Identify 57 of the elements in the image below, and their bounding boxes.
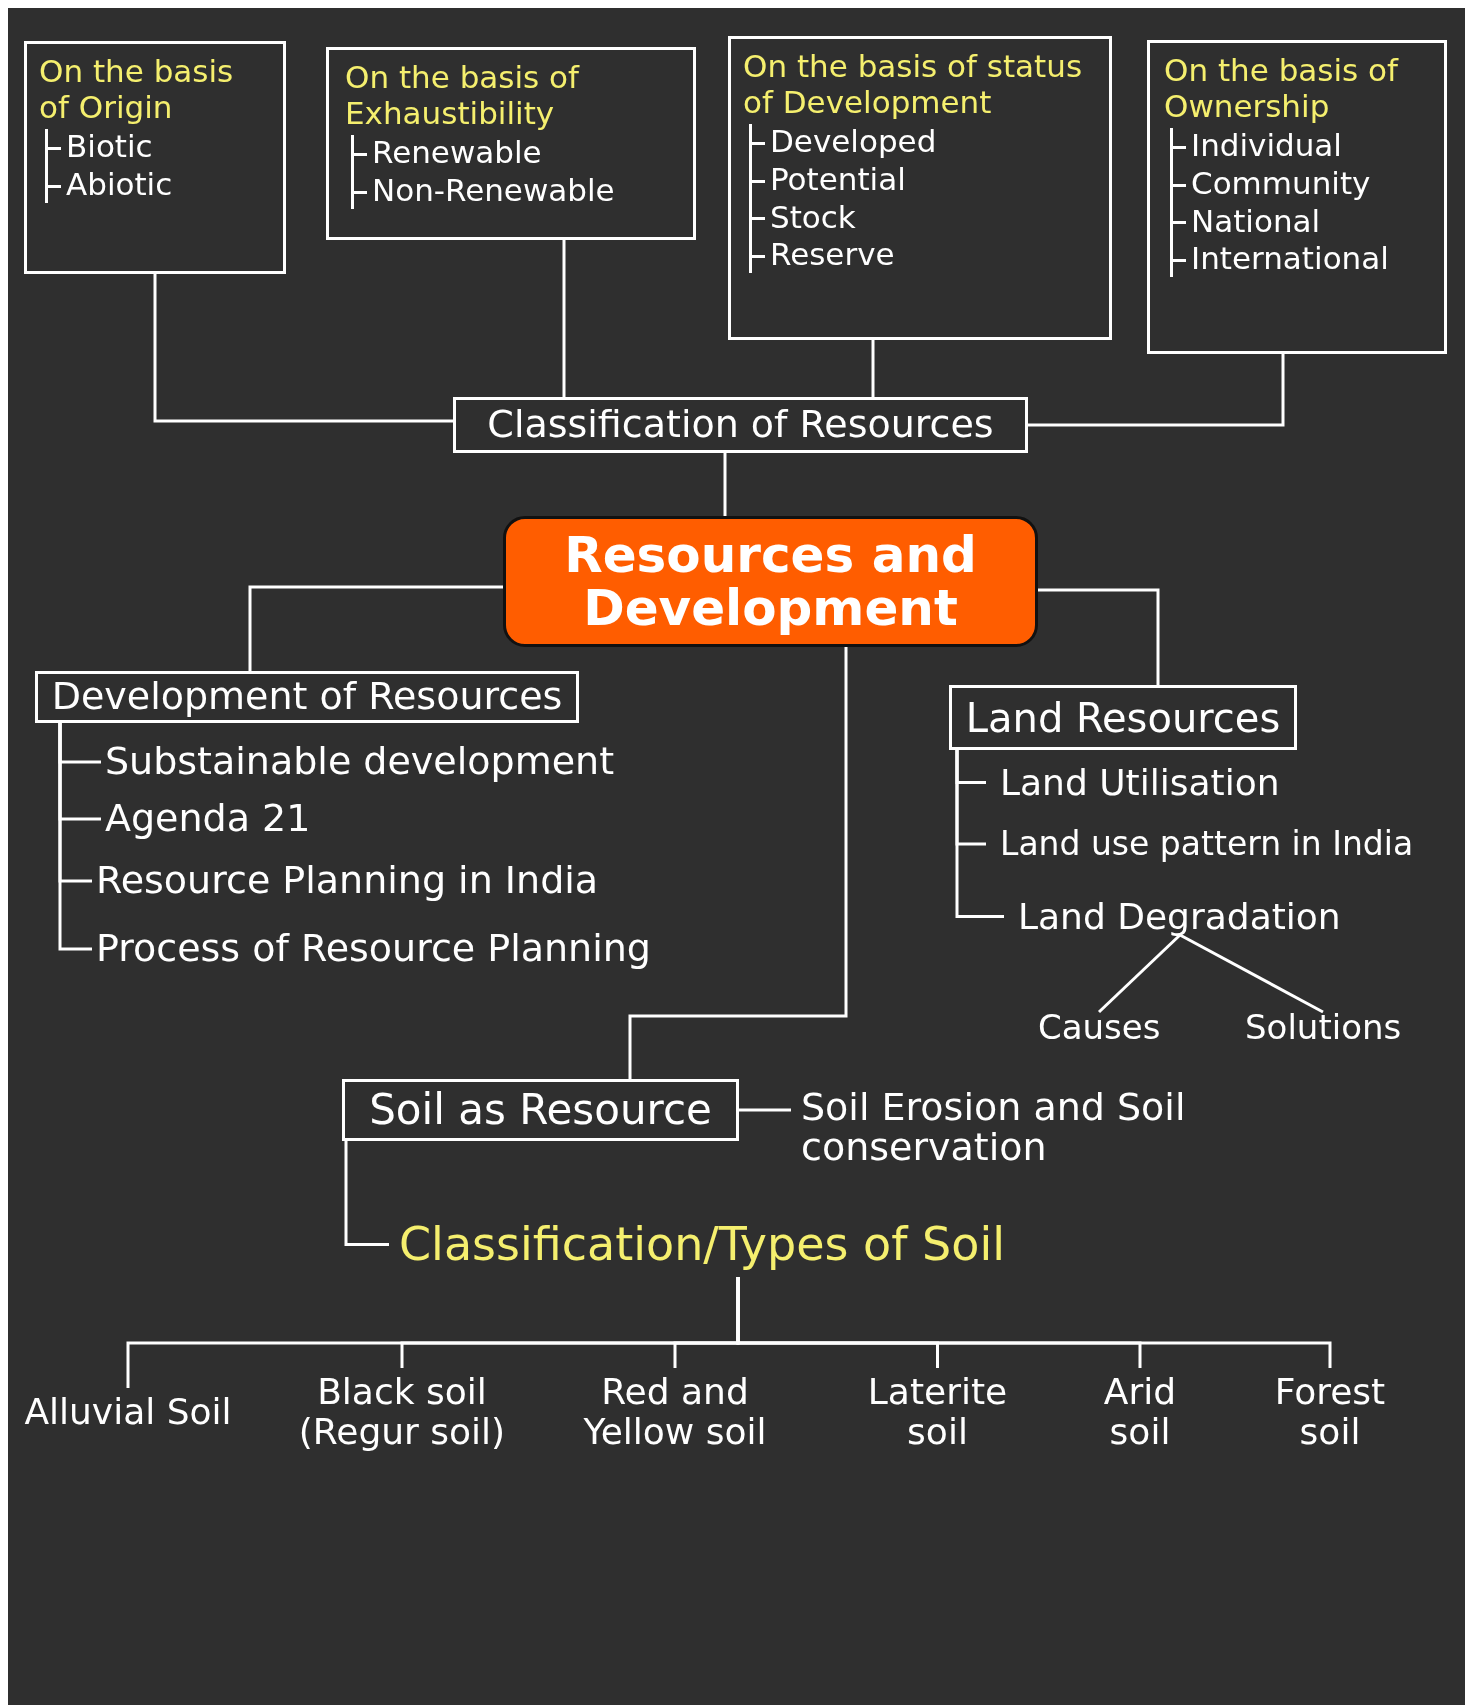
topic-box: Soil as Resource <box>342 1079 739 1141</box>
subtopic-text: Solutions <box>1245 1008 1402 1048</box>
soil-type-text: Red and Yellow soil <box>560 1372 790 1452</box>
connector-line <box>1038 588 1160 685</box>
subtopic-text: Land use pattern in India <box>1000 825 1414 863</box>
connector-line <box>955 750 1004 918</box>
category-heading: On the basis of Origin <box>39 54 235 126</box>
subtopic-text: Process of Resource Planning <box>96 927 651 971</box>
connector-line <box>739 1108 791 1112</box>
category-item: National <box>1173 203 1430 240</box>
category-item: Stock <box>752 199 1097 236</box>
category-item: Individual <box>1173 128 1430 164</box>
subtopic-text: Causes <box>1038 1008 1161 1048</box>
connector-line <box>153 274 453 423</box>
connector-line <box>723 453 727 516</box>
connector-line <box>871 340 875 397</box>
subtopic-text: Land Utilisation <box>1000 762 1280 804</box>
connector-line <box>1028 354 1285 427</box>
category-item: Abiotic <box>48 166 271 203</box>
category-item: Community <box>1173 165 1430 202</box>
category-box <box>728 36 1112 340</box>
topic-box: Development of Resources <box>35 671 579 723</box>
category-item: Potential <box>752 161 1097 198</box>
connector-line <box>248 585 503 671</box>
soil-type-text: Alluvial Soil <box>12 1392 244 1432</box>
category-item: Non-Renewable <box>354 172 677 209</box>
subtopic-text: Substainable development <box>105 740 615 784</box>
soil-type-text: Forest soil <box>1255 1372 1405 1452</box>
connector-line <box>562 240 566 397</box>
category-box <box>1147 40 1447 354</box>
category-item: Biotic <box>48 129 271 165</box>
topic-box: Land Resources <box>949 685 1297 750</box>
soil-type-text: Arid soil <box>1080 1372 1200 1452</box>
category-heading: On the basis of status of Development <box>743 49 1084 121</box>
connector-line <box>1179 933 1324 1014</box>
connector-line <box>1097 933 1182 1014</box>
subtopic-text: Land Degradation <box>1018 896 1341 938</box>
category-item: Developed <box>752 124 1097 160</box>
connector-line <box>628 647 848 1079</box>
category-heading: On the basis of Ownership <box>1164 53 1400 125</box>
central-topic-box: Resources and Development <box>503 516 1038 647</box>
subtopic-text: Resource Planning in India <box>96 859 599 903</box>
category-heading: On the basis of Exhaustibility <box>345 60 581 132</box>
category-item: International <box>1173 241 1430 277</box>
subtopic-text: Classification/Types of Soil <box>399 1218 1005 1271</box>
connector-line <box>58 723 92 951</box>
soil-type-text: Black soil (Regur soil) <box>292 1372 512 1452</box>
subtopic-text: Soil Erosion and Soil conservation <box>801 1088 1251 1168</box>
category-box <box>24 41 286 274</box>
connector-line <box>344 1141 389 1246</box>
topic-box: Classification of Resources <box>453 397 1028 453</box>
category-item: Renewable <box>354 135 677 171</box>
connector-line <box>736 1277 1332 1368</box>
category-box <box>326 47 696 240</box>
subtopic-text: Agenda 21 <box>105 797 311 841</box>
soil-type-text: Laterite soil <box>840 1372 1035 1452</box>
category-item: Reserve <box>752 237 1097 273</box>
